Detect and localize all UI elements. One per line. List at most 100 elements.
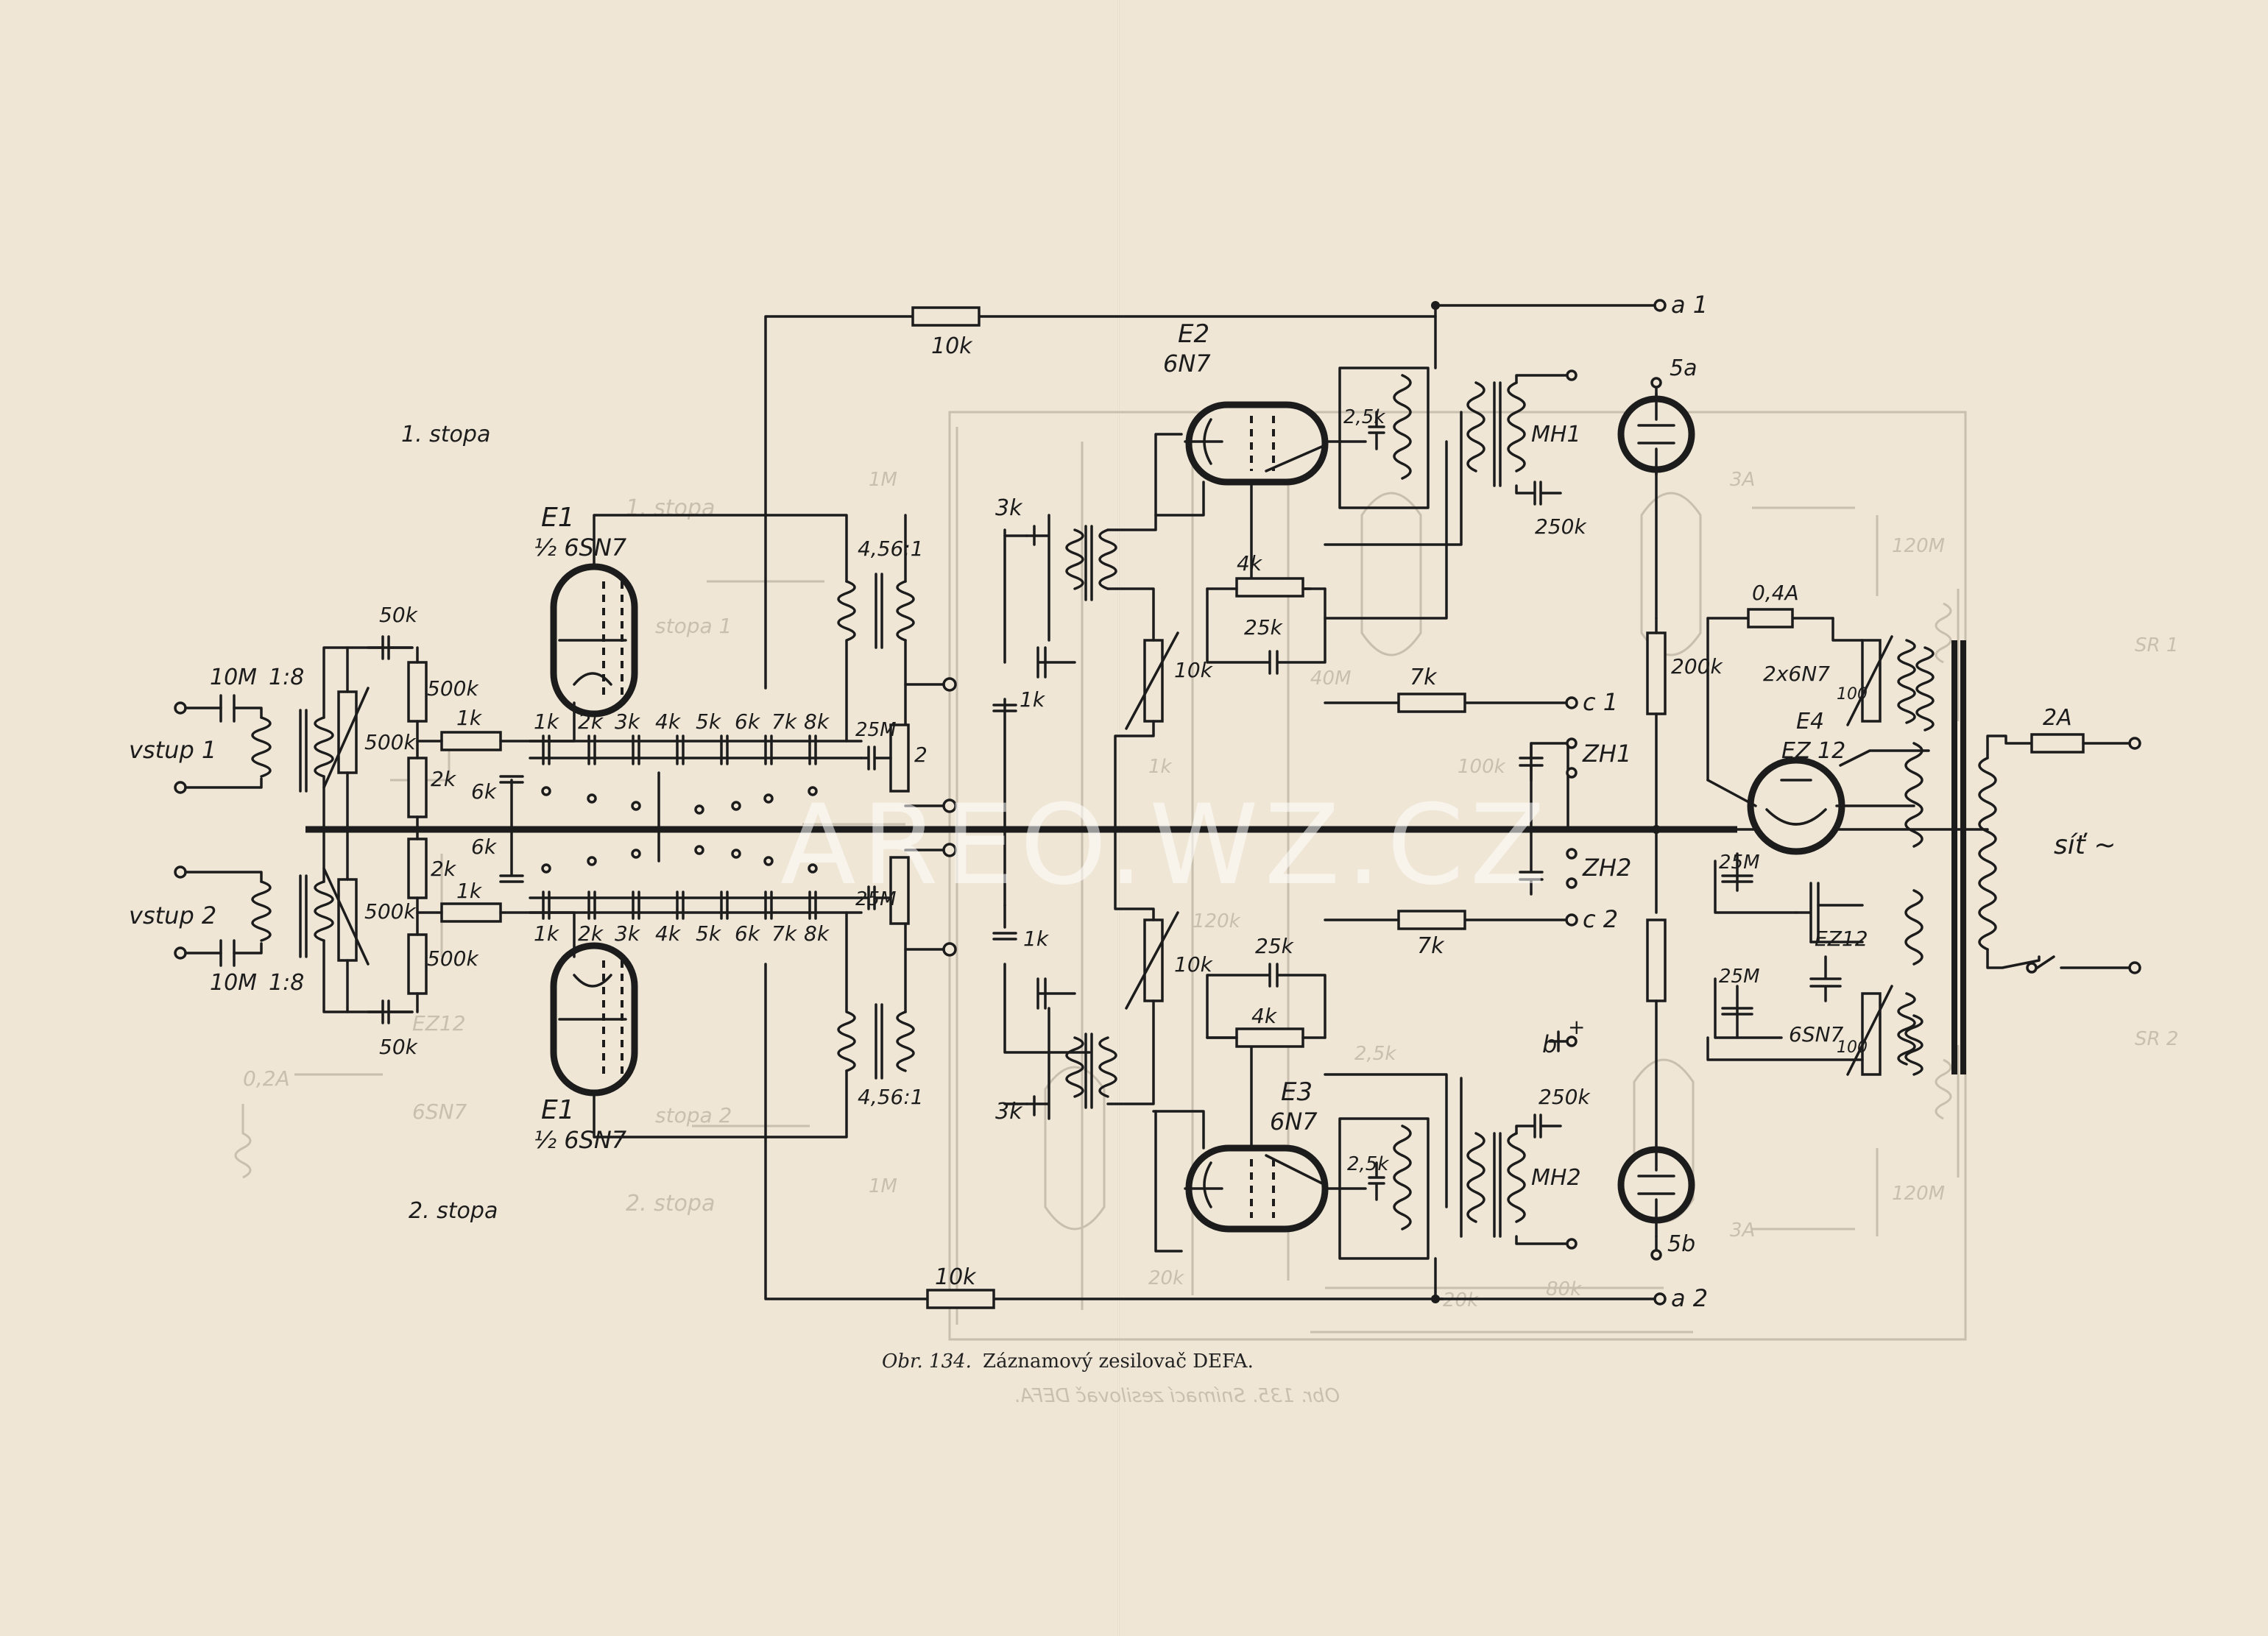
resistor-10k — [911, 306, 981, 327]
tube-5b-label: 5b — [1667, 1231, 1695, 1257]
capacitor-2-5k — [1368, 411, 1385, 450]
tube-6sn7-label: 6SN7 — [1789, 1022, 1844, 1047]
terminal-a1[interactable] — [1653, 299, 1667, 312]
resistor-25m — [889, 723, 910, 793]
mains-terminal[interactable] — [2128, 737, 2141, 750]
mains-switch[interactable] — [2026, 962, 2038, 974]
label-500k: 500k — [364, 899, 417, 924]
potentiometer-100 — [1861, 639, 1882, 723]
input-1-terminal[interactable] — [174, 701, 187, 715]
terminal-a2[interactable] — [1653, 1292, 1667, 1306]
eq-label: 1k — [534, 921, 560, 946]
bleed-caption: Obr. 135. Snímací zesilovač DEFA. — [1014, 1385, 1340, 1407]
eq-label: 7k — [771, 921, 798, 946]
head-zh2-label: ZH2 — [1582, 854, 1631, 882]
capacitor-25m — [1721, 852, 1753, 892]
input-2-label: vstup 2 — [129, 902, 216, 929]
label-250k: 250k — [1539, 1085, 1591, 1109]
label-fuse-2a: 2A — [2043, 705, 2072, 731]
tube-2x6n7-label: 2x6N7 — [1763, 662, 1830, 686]
label-50k: 50k — [379, 603, 419, 627]
mains-terminal[interactable] — [2128, 961, 2141, 974]
tube-ez12-label: EZ12 — [1815, 927, 1868, 951]
label-10k: 10k — [931, 333, 973, 359]
cap-10m-label: 10M — [210, 665, 257, 690]
eq-label: 1k — [534, 709, 560, 734]
equalizer-bottom — [529, 845, 863, 920]
eq-label: 2k — [578, 921, 604, 946]
fuse-2a — [2030, 733, 2085, 754]
terminal-zh2[interactable] — [1566, 877, 1578, 889]
tube-type-label: EZ 12 — [1781, 738, 1845, 764]
resistor-1k — [440, 731, 502, 751]
head-mh2-label: MH2 — [1531, 1165, 1581, 1191]
tube-e3-label: E3 — [1281, 1077, 1313, 1107]
label-25k: 25k — [1255, 934, 1295, 958]
label-25m: 25M — [855, 888, 897, 910]
bleed-text: 3A — [1730, 469, 1755, 491]
ratio-label: 1:8 — [269, 665, 304, 690]
label-7k: 7k — [1410, 665, 1438, 690]
label-1k: 1k — [1023, 927, 1050, 951]
label-10k: 10k — [935, 1264, 977, 1290]
input-1-terminal[interactable] — [174, 781, 187, 794]
label-10k: 10k — [1174, 658, 1214, 682]
potentiometer-10k — [1143, 639, 1164, 723]
terminal-b[interactable] — [1566, 1035, 1578, 1047]
interstage-top — [837, 514, 957, 813]
tube-e2-label: E2 — [1178, 319, 1209, 349]
resistor-7k — [1397, 910, 1466, 930]
bleed-text: 100k — [1458, 756, 1506, 778]
equalizer-top — [529, 734, 863, 863]
eq-label: 8k — [804, 921, 830, 946]
capacitor-250k — [1515, 374, 1569, 506]
label-500k: 500k — [364, 730, 417, 754]
label-2-5k: 2,5k — [1343, 406, 1385, 428]
capacitor-50k — [367, 635, 414, 660]
label-25m: 25M — [1719, 966, 1760, 988]
page-fold — [1117, 0, 1120, 1636]
bleed-text: 80k — [1546, 1278, 1582, 1300]
label-100: 100 — [1837, 685, 1868, 704]
ratio-4-56-label: 4,56:1 — [858, 1085, 924, 1109]
capacitor-250k — [1515, 1113, 1569, 1245]
capacitor-10m — [219, 694, 236, 723]
terminal-c1[interactable] — [1565, 696, 1578, 709]
rectifier-ez12-b — [1795, 882, 1820, 943]
terminal-c1-label: c 1 — [1583, 688, 1618, 716]
bleed-text: EZ12 — [412, 1011, 466, 1035]
label-1k: 1k — [1020, 687, 1046, 712]
resistor-500k — [407, 933, 428, 995]
terminal-zh1[interactable] — [1566, 737, 1578, 749]
terminal-c2[interactable] — [1565, 913, 1578, 927]
label-200k: 200k — [1671, 654, 1723, 679]
resistor-1k — [440, 902, 502, 923]
capacitor-1k — [992, 704, 1017, 712]
label-4k: 4k — [1251, 1004, 1278, 1028]
input-2-terminal[interactable] — [174, 865, 187, 879]
label-1k: 1k — [456, 706, 483, 730]
terminal-a2-label: a 2 — [1671, 1284, 1708, 1312]
eq-label: 8k — [804, 709, 830, 734]
ratio-label: 1:8 — [269, 970, 304, 996]
input-2-terminal[interactable] — [174, 946, 187, 960]
resistor-stab — [1646, 918, 1667, 1002]
head-mh1-label: MH1 — [1531, 422, 1581, 447]
resistor-10k — [926, 1289, 995, 1309]
resistor-4k — [1235, 1027, 1304, 1048]
tube-e1-label: E1 — [541, 1095, 575, 1125]
input-stage-2 — [174, 828, 531, 1024]
tube-e1-bottom — [529, 911, 848, 1139]
label-6k: 6k — [471, 835, 498, 859]
tube-type-label: 6N7 — [1163, 350, 1211, 378]
capacitor-25m — [1721, 985, 1753, 1039]
label-3k: 3k — [995, 1099, 1023, 1125]
head-zh1-label: ZH1 — [1582, 740, 1631, 768]
label-fuse-0-4a: 0,4A — [1752, 581, 1799, 605]
input-1-label: vstup 1 — [129, 736, 216, 764]
track-2-label: 2. stopa — [409, 1198, 498, 1224]
eq-label: 6k — [735, 921, 761, 946]
power-supply — [1706, 608, 2141, 1076]
terminal-b-label: b — [1542, 1030, 1557, 1058]
